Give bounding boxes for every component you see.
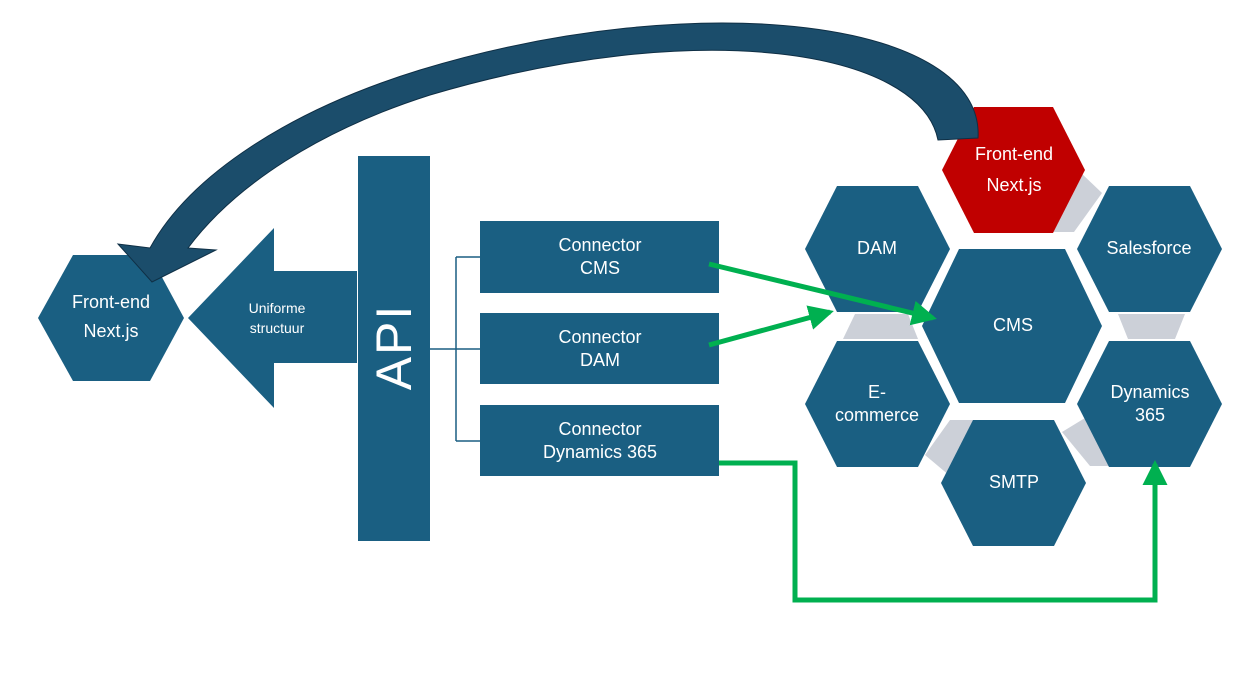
connector-bracket <box>430 256 480 442</box>
connector-dynamics-line2: Dynamics 365 <box>543 442 657 462</box>
ecommerce-hexagon-line1: E- <box>868 382 886 402</box>
frontend-hexagon-line1: Front-end <box>975 144 1053 164</box>
ecommerce-hexagon-line2: commerce <box>835 405 919 425</box>
left-frontend-hexagon <box>38 255 184 381</box>
uniform-structure-arrow: Uniforme structuur <box>188 228 357 408</box>
connector-dam: Connector DAM <box>480 313 719 384</box>
hexagon-gaps <box>843 172 1185 476</box>
connector-cms-box <box>480 221 719 293</box>
green-connections <box>708 261 1168 603</box>
gap-frontend-salesforce <box>1052 172 1102 232</box>
api-bar-rect <box>358 156 430 541</box>
hexagon-dam: DAM <box>805 186 950 312</box>
hexagon-dynamics: Dynamics 365 <box>1077 341 1222 467</box>
hexagon-cms: CMS <box>922 249 1102 403</box>
gap-salesforce-dynamics <box>1118 314 1185 339</box>
frontend-hexagon-line2: Next.js <box>986 175 1041 195</box>
salesforce-hexagon-label: Salesforce <box>1106 238 1191 258</box>
left-frontend-line2: Next.js <box>83 321 138 341</box>
connector-dam-line1: Connector <box>558 327 641 347</box>
salesforce-hexagon-shape <box>1077 186 1222 312</box>
smtp-hexagon-shape <box>941 420 1086 546</box>
connector-dynamics: Connector Dynamics 365 <box>480 405 719 476</box>
ecommerce-hexagon-shape <box>805 341 950 467</box>
uniform-arrow-shape <box>188 228 357 408</box>
hexagon-smtp: SMTP <box>941 420 1086 546</box>
dam-hexagon-shape <box>805 186 950 312</box>
dynamics-hexagon-line1: Dynamics <box>1110 382 1189 402</box>
smtp-hexagon-label: SMTP <box>989 472 1039 492</box>
connector-dam-box <box>480 313 719 384</box>
connector-cms: Connector CMS <box>480 221 719 293</box>
hexagon-salesforce: Salesforce <box>1077 186 1222 312</box>
connector-dynamics-box <box>480 405 719 476</box>
gap-ecommerce-smtp <box>925 420 975 476</box>
uniform-arrow-line2: structuur <box>250 320 305 336</box>
left-frontend-line1: Front-end <box>72 292 150 312</box>
curved-return-arrow <box>116 22 979 283</box>
api-label: API <box>366 304 422 391</box>
dynamics-hexagon-line2: 365 <box>1135 405 1165 425</box>
connector-cms-line2: CMS <box>580 258 620 278</box>
cms-hexagon-shape <box>922 249 1102 403</box>
arrow-connector-cms-to-cms <box>708 261 937 326</box>
connector-dam-line2: DAM <box>580 350 620 370</box>
dynamics-hexagon-shape <box>1077 341 1222 467</box>
connector-dynamics-line1: Connector <box>558 419 641 439</box>
gap-smtp-dynamics <box>1062 418 1110 466</box>
hexagon-ecommerce: E- commerce <box>805 341 950 467</box>
connector-cms-line1: Connector <box>558 235 641 255</box>
arrow-connector-dam-to-dam <box>708 305 834 348</box>
gap-dam-ecommerce <box>843 314 918 339</box>
left-frontend-node: Front-end Next.js <box>38 255 184 381</box>
dam-hexagon-label: DAM <box>857 238 897 258</box>
api-bar: API <box>358 156 430 541</box>
cms-hexagon-label: CMS <box>993 315 1033 335</box>
arrow-connector-dynamics-to-dynamics <box>719 459 1168 603</box>
uniform-arrow-line1: Uniforme <box>249 300 306 316</box>
